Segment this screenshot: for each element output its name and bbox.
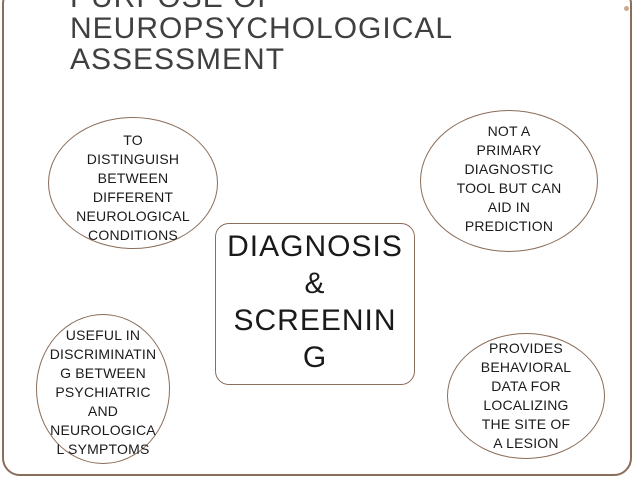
ellipse-line: DISTINGUISH	[86, 151, 180, 167]
ellipse-line: DIAGNOSTIC	[464, 161, 554, 177]
ellipse-text: NOT A PRIMARY DIAGNOSTIC TOOL BUT CAN AI…	[421, 122, 597, 236]
center-box-diagnosis-screening: DIAGNOSIS & SCREENIN G	[215, 223, 415, 385]
ellipse-line: PROVIDES	[489, 340, 563, 356]
ellipse-line: G BETWEEN	[60, 365, 146, 381]
ellipse-line: PSYCHIATRIC	[55, 384, 151, 400]
ellipse-line: PRIMARY	[476, 142, 542, 158]
ellipse-not-primary-tool: NOT A PRIMARY DIAGNOSTIC TOOL BUT CAN AI…	[420, 110, 598, 252]
ellipse-line: NEUROLOGICA	[50, 422, 156, 438]
ellipse-line: TO	[123, 132, 143, 148]
ellipse-text: PROVIDES BEHAVIORAL DATA FOR LOCALIZING …	[448, 339, 604, 453]
page-title: PURPOSE OF NEUROPSYCHOLOGICAL ASSESSMENT	[70, 0, 490, 75]
ellipse-text: TO DISTINGUISH BETWEEN DIFFERENT NEUROLO…	[49, 131, 217, 245]
ellipse-line: NEUROLOGICAL	[76, 208, 190, 224]
ellipse-line: DISCRIMINATIN	[49, 346, 157, 362]
ellipse-line: AND	[87, 403, 119, 419]
ellipse-line: BEHAVIORAL	[480, 359, 572, 375]
ellipse-line: TOOL BUT CAN	[456, 180, 562, 196]
ellipse-line: NOT A	[487, 123, 531, 139]
ellipse-line: LOCALIZING	[483, 397, 569, 413]
center-line: DIAGNOSIS	[227, 230, 403, 263]
ellipse-text: USEFUL IN DISCRIMINATIN G BETWEEN PSYCHI…	[37, 326, 169, 459]
ellipse-line: L SYMPTOMS	[56, 441, 150, 457]
ellipse-line: USEFUL IN	[65, 327, 141, 343]
center-line: G	[302, 341, 328, 374]
title-line-3: ASSESSMENT	[70, 43, 286, 76]
ellipse-line: CONDITIONS	[88, 227, 178, 243]
ellipse-line: AID IN	[487, 199, 531, 215]
ellipse-distinguish-conditions: TO DISTINGUISH BETWEEN DIFFERENT NEUROLO…	[48, 117, 218, 249]
ellipse-line: A LESION	[493, 435, 559, 451]
ellipse-line: BETWEEN	[97, 170, 169, 186]
ellipse-line: PREDICTION	[464, 218, 554, 234]
center-text: DIAGNOSIS & SCREENIN G	[216, 228, 414, 376]
ellipse-localizing-lesion: PROVIDES BEHAVIORAL DATA FOR LOCALIZING …	[447, 333, 605, 459]
center-line: &	[304, 267, 326, 300]
ellipse-line: DIFFERENT	[92, 189, 174, 205]
title-line-1: PURPOSE OF	[70, 0, 490, 13]
ellipse-discriminating-symptoms: USEFUL IN DISCRIMINATIN G BETWEEN PSYCHI…	[36, 314, 170, 464]
decorative-dot	[624, 6, 629, 11]
center-line: SCREENIN	[233, 304, 397, 337]
ellipse-line: THE SITE OF	[481, 416, 571, 432]
title-line-2: NEUROPSYCHOLOGICAL	[70, 12, 454, 45]
ellipse-line: DATA FOR	[491, 378, 561, 394]
